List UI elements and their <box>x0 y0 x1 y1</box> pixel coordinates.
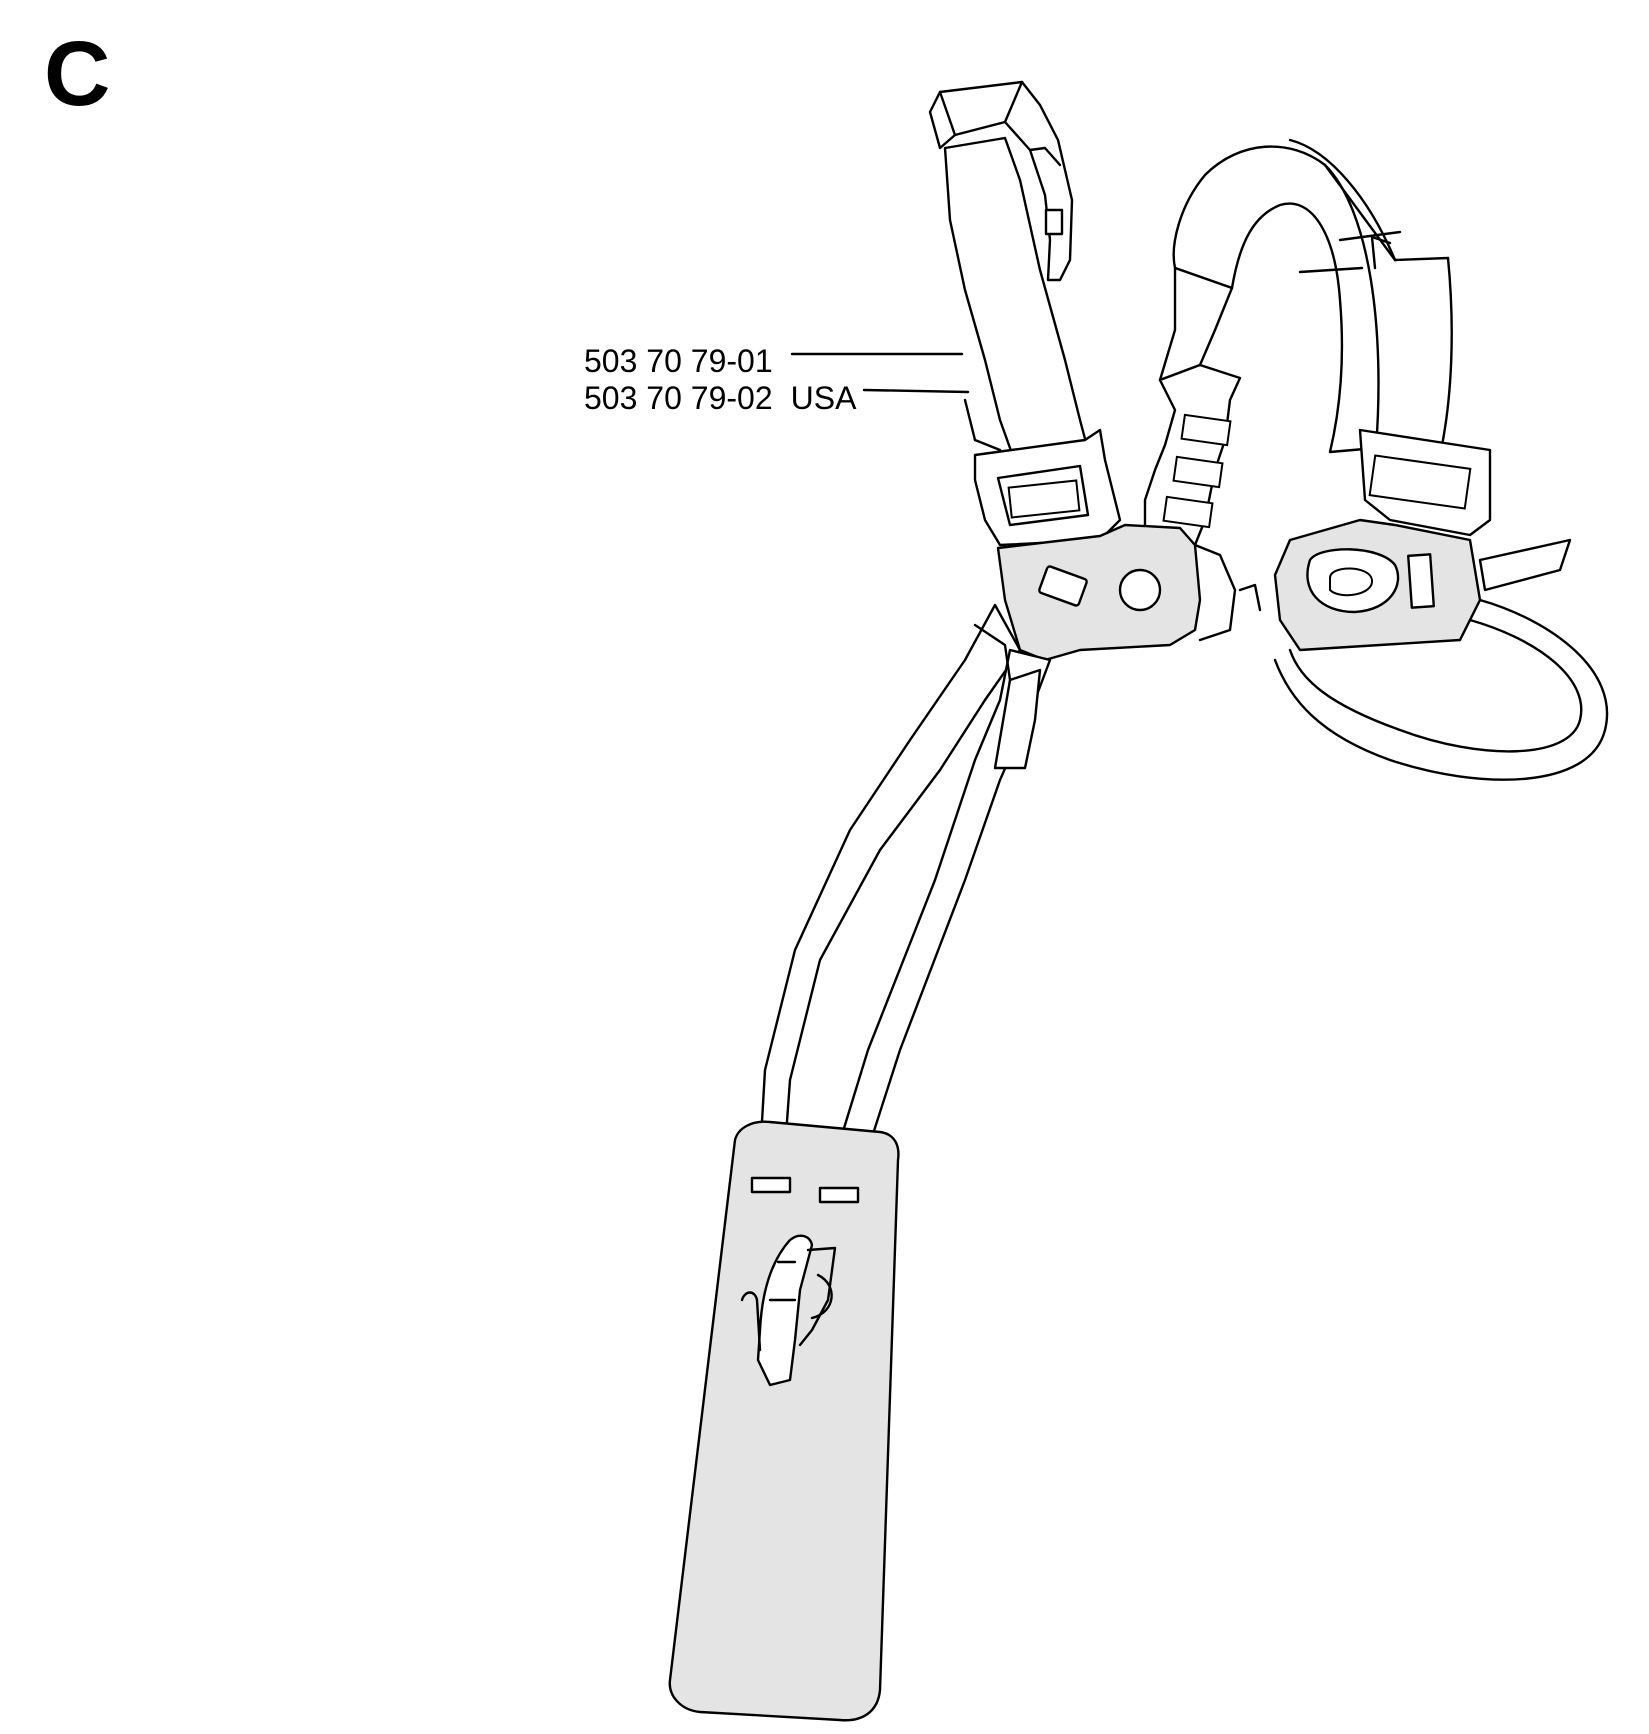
leader-line-2 <box>862 388 970 394</box>
left-buckle <box>973 428 1237 662</box>
section-letter: C <box>44 23 111 125</box>
right-buckle <box>1238 428 1609 781</box>
part-number-label: 503 70 79-02 <box>584 380 773 416</box>
part-callout-2: 503 70 79-02 USA <box>584 382 856 414</box>
hanging-straps <box>756 603 1052 1192</box>
part-callout-1: 503 70 79-01 <box>584 345 773 377</box>
front-strap <box>928 80 1090 464</box>
hip-pad <box>668 1120 900 1722</box>
region-note: USA <box>790 380 857 416</box>
right-strap-loop <box>1172 138 1453 457</box>
part-number-label: 503 70 79-01 <box>584 343 773 379</box>
leader-lines <box>790 352 970 394</box>
back-strap <box>1143 266 1242 547</box>
